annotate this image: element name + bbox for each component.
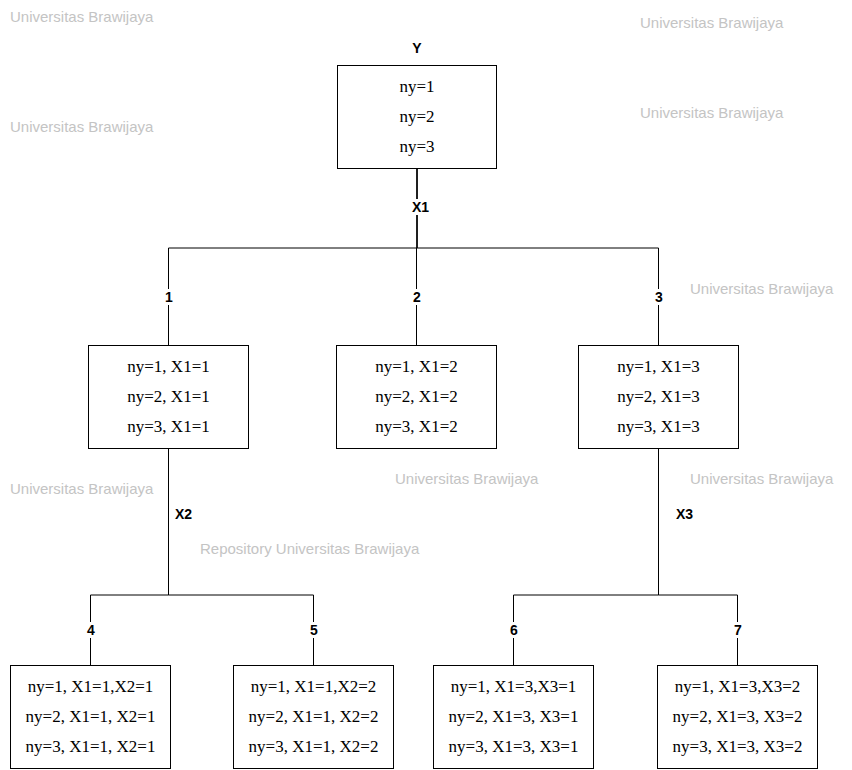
split-variable-label: X3 [673,506,696,522]
class-count-text: ny=3, X1=3, X3=2 [666,732,809,762]
target-variable-heading: Y [338,40,496,56]
class-count-text: ny=2, X1=3 [587,382,730,412]
branch-value-label: 1 [162,289,176,305]
branch-value-label: 5 [307,622,321,638]
class-count-text: ny=3, X1=1 [97,412,240,442]
class-count-text: ny=3, X1=3, X3=1 [442,732,585,762]
class-count-text: ny=1, X1=3,X3=2 [666,672,809,702]
branch-value-label: 2 [410,289,424,305]
split-node-box: ny=1, X1=2ny=2, X1=2ny=3, X1=2 [336,345,497,449]
split-node-box: ny=1, X1=3ny=2, X1=3ny=3, X1=3 [578,345,739,449]
class-count-text: ny=3, X1=1, X2=1 [19,732,162,762]
branch-value-label: 7 [731,622,745,638]
class-count-text: ny=1, X1=3,X3=1 [442,672,585,702]
leaf-node-box: ny=1, X1=1,X2=1ny=2, X1=1, X2=1ny=3, X1=… [10,665,171,769]
class-count-text: ny=2, X1=2 [345,382,488,412]
watermark-text: Universitas Brawijaya [640,104,783,121]
leaf-node-box: ny=1, X1=1,X2=2ny=2, X1=1, X2=2ny=3, X1=… [233,665,394,769]
watermark-text: Repository Universitas Brawijaya [200,540,419,557]
class-count-text: ny=3, X1=1, X2=2 [242,732,385,762]
watermark-text: Universitas Brawijaya [395,470,538,487]
class-count-text: ny=2 [346,102,488,132]
class-count-text: ny=2, X1=3, X3=1 [442,702,585,732]
split-variable-label: X1 [409,199,432,215]
watermark-text: Universitas Brawijaya [10,8,153,25]
class-count-text: ny=3 [346,132,488,162]
tree-branch-line [169,169,418,345]
watermark-text: Universitas Brawijaya [10,118,153,135]
root-node-box: Yny=1ny=2ny=3 [337,65,497,169]
class-count-text: ny=2, X1=3, X3=2 [666,702,809,732]
class-count-text: ny=3, X1=2 [345,412,488,442]
watermark-text: Universitas Brawijaya [690,280,833,297]
class-count-text: ny=1, X1=1,X2=1 [19,672,162,702]
watermark-text: Universitas Brawijaya [10,480,153,497]
branch-value-label: 3 [652,289,666,305]
split-node-box: ny=1, X1=1ny=2, X1=1ny=3, X1=1 [88,345,249,449]
tree-branch-line [417,169,659,345]
leaf-node-box: ny=1, X1=3,X3=1ny=2, X1=3, X3=1ny=3, X1=… [433,665,594,769]
watermark-text: Universitas Brawijaya [690,470,833,487]
leaf-node-box: ny=1, X1=3,X3=2ny=2, X1=3, X3=2ny=3, X1=… [657,665,818,769]
class-count-text: ny=1, X1=1,X2=2 [242,672,385,702]
tree-branch-line [169,449,314,665]
branch-value-label: 6 [507,622,521,638]
class-count-text: ny=1, X1=1 [97,352,240,382]
class-count-text: ny=3, X1=3 [587,412,730,442]
class-count-text: ny=1 [346,72,488,102]
class-count-text: ny=2, X1=1 [97,382,240,412]
class-count-text: ny=1, X1=3 [587,352,730,382]
class-count-text: ny=2, X1=1, X2=2 [242,702,385,732]
class-count-text: ny=1, X1=2 [345,352,488,382]
watermark-text: Universitas Brawijaya [640,14,783,31]
class-count-text: ny=2, X1=1, X2=1 [19,702,162,732]
branch-value-label: 4 [84,622,98,638]
split-variable-label: X2 [172,506,195,522]
